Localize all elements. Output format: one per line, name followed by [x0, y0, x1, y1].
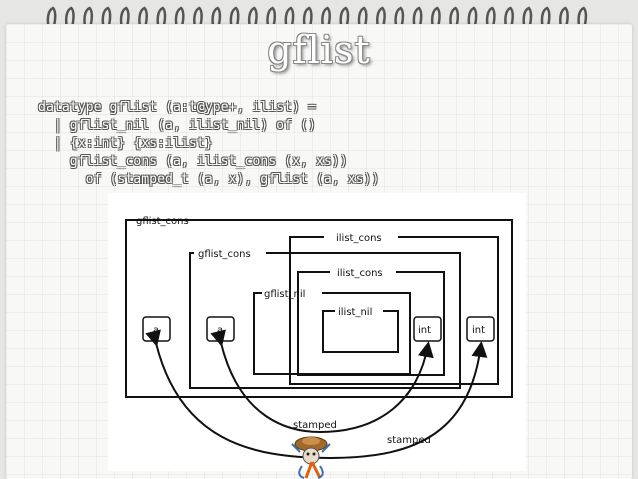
label-stamped-inner: stamped [293, 420, 337, 431]
stamped-arrow-outer [145, 329, 488, 460]
cell-int-outer-label: int [472, 325, 485, 336]
code-line-3: | {x:int} {xs:ilist} [38, 136, 213, 151]
code-line-1: datatype gflist (a:t@ype+, ilist) = [38, 100, 316, 115]
label-ilist-nil: ilist_nil [338, 307, 372, 318]
code-line-2: | gflist_nil (a, ilist_nil) of () [38, 118, 316, 133]
mascot-logo [291, 436, 331, 479]
label-inner-gflist-cons: gflist_cons [198, 249, 251, 260]
cell-int-inner-label: int [418, 325, 431, 336]
label-stamped-outer: stamped [387, 435, 431, 446]
code-line-5: of (stamped_t (a, x), gflist (a, xs)) [38, 172, 380, 187]
inner-gflist-cons-box [189, 252, 461, 389]
label-outer-gflist-cons: gflist_cons [136, 216, 189, 227]
outer-gflist-cons-box [125, 219, 513, 398]
label-outer-ilist-cons: ilist_cons [336, 233, 382, 244]
cell-a-inner-label: a [217, 325, 223, 336]
code-block: datatype gflist (a:t@ype+, ilist) = | gf… [38, 99, 379, 189]
gflist-nil-box [253, 292, 411, 375]
cell-a-outer-label: a [153, 325, 159, 336]
label-gflist-nil: gflist_nil [264, 289, 305, 300]
stamped-arrow-inner [210, 329, 434, 434]
slide-title: gflist [267, 28, 371, 72]
outer-ilist-cons-box [289, 236, 499, 385]
code-line-4: gflist_cons (a, ilist_cons (x, xs)) [38, 154, 348, 169]
label-inner-ilist-cons: ilist_cons [337, 268, 383, 279]
